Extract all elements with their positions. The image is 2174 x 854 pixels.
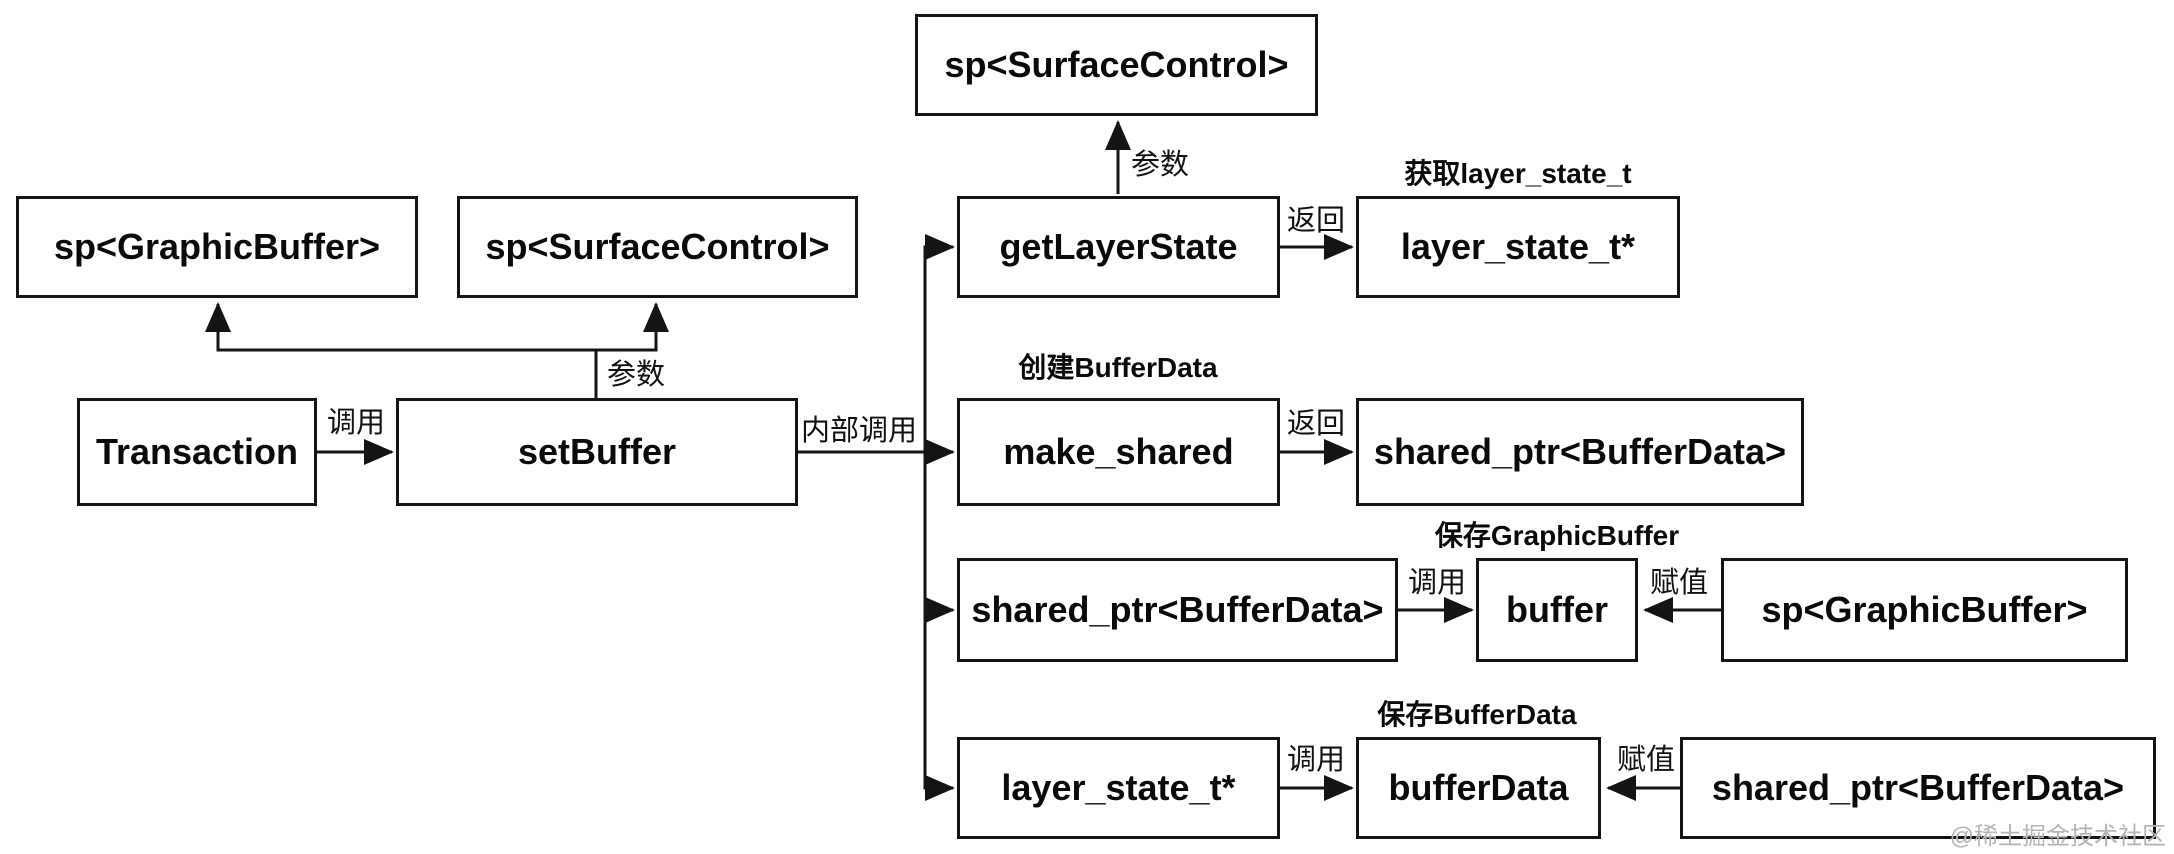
node-layerstate-row4: layer_state_t*: [957, 737, 1280, 839]
annotation-create-bufferdata: 创建BufferData: [1018, 352, 1218, 383]
annotation-get-layer-state-t: 获取layer_state_t: [1404, 158, 1632, 189]
edge-label-call-transaction: 调用: [326, 407, 386, 439]
node-buffer-member: buffer: [1476, 558, 1638, 662]
node-surfacecontrol-top: sp<SurfaceControl>: [915, 14, 1318, 116]
node-surfacecontrol-param: sp<SurfaceControl>: [457, 196, 858, 298]
node-getlayerstate: getLayerState: [957, 196, 1280, 298]
annotation-save-graphicbuffer: 保存GraphicBuffer: [1434, 520, 1680, 551]
node-graphicbuffer-param: sp<GraphicBuffer>: [16, 196, 418, 298]
node-sharedptr-row3: shared_ptr<BufferData>: [957, 558, 1398, 662]
edge-label-internal-call: 内部调用: [800, 415, 918, 447]
edge-label-assign-row4: 赋值: [1616, 744, 1676, 776]
edge-label-call-row3: 调用: [1407, 567, 1467, 599]
edge-label-param-setbuffer: 参数: [606, 359, 666, 391]
edge-label-assign-row3: 赋值: [1649, 567, 1709, 599]
node-graphicbuffer-value: sp<GraphicBuffer>: [1721, 558, 2128, 662]
edge-label-param-getlayerstate: 参数: [1130, 149, 1190, 181]
arrow-branch-to-layerstate-row4: [923, 452, 955, 801]
node-transaction: Transaction: [77, 398, 317, 506]
arrow-branch-to-getlayerstate: [923, 234, 955, 452]
node-sharedptr-value: shared_ptr<BufferData>: [1680, 737, 2156, 839]
node-layerstate-result: layer_state_t*: [1356, 196, 1680, 298]
edge-label-call-row4: 调用: [1286, 744, 1346, 776]
edge-label-return-row2: 返回: [1286, 408, 1346, 440]
edge-label-return-row1: 返回: [1286, 205, 1346, 237]
annotation-save-bufferdata: 保存BufferData: [1377, 699, 1577, 730]
arrow-param-to-surfacecontrol: [596, 302, 669, 352]
node-makeshared: make_shared: [957, 398, 1280, 506]
arrow-param-to-graphicbuffer: [205, 302, 598, 398]
node-setbuffer: setBuffer: [396, 398, 798, 506]
watermark: @稀土掘金技术社区: [1949, 823, 2166, 850]
node-bufferdata-member: bufferData: [1356, 737, 1601, 839]
node-sharedptr-result: shared_ptr<BufferData>: [1356, 398, 1804, 506]
